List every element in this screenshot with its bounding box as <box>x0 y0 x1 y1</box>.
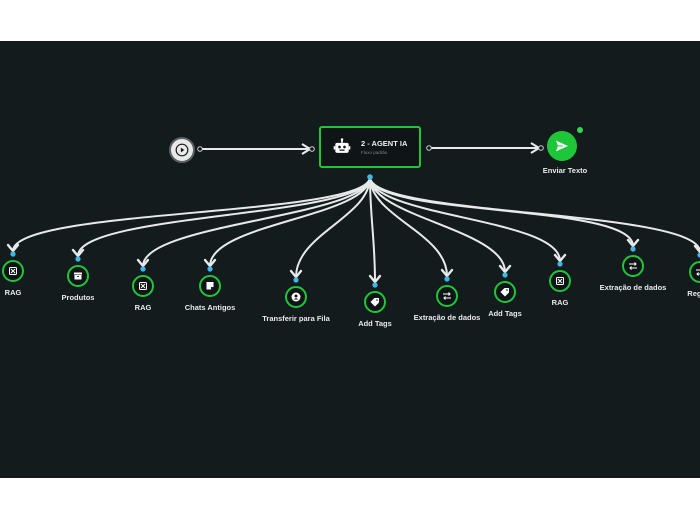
arrow-tool-1 <box>71 248 85 258</box>
handle-dot-tool-7 <box>502 272 508 278</box>
start-node[interactable] <box>169 137 195 163</box>
tool-node-6[interactable]: Extração de dados <box>407 285 487 322</box>
agent-node[interactable]: 2 - AGENT IA Fluxo padrão <box>319 126 421 168</box>
handle-dot <box>309 146 315 152</box>
handle-dot-tool-4 <box>293 277 299 283</box>
archive-icon <box>67 265 89 287</box>
tool-node-2[interactable]: RAG <box>103 275 183 312</box>
handle-dot-tool-1 <box>75 256 81 262</box>
agent-output-handle <box>367 174 373 180</box>
rag-icon <box>132 275 154 297</box>
handle-dot-tool-3 <box>207 266 213 272</box>
edge-agent-tool-10 <box>369 176 700 253</box>
rag-icon <box>2 260 24 282</box>
flow-canvas[interactable]: 2 - AGENT IA Fluxo padrão Enviar Texto R… <box>0 41 700 478</box>
tool-label: Add Tags <box>488 309 522 318</box>
tool-node-4[interactable]: Transferir para Fila <box>256 286 336 323</box>
tool-label: Transferir para Fila <box>262 314 330 323</box>
tool-node-8[interactable]: RAG <box>520 270 600 307</box>
edge-agent-tool-2 <box>142 176 371 267</box>
edge-agent-tool-7 <box>369 176 506 273</box>
arrow-tool-9 <box>626 238 640 248</box>
handle-dot-tool-10 <box>697 252 700 258</box>
tool-node-5[interactable]: Add Tags <box>335 291 415 328</box>
handle-dot-tool-9 <box>630 246 636 252</box>
swap-icon <box>622 255 644 277</box>
edge-agent-tool-4 <box>295 176 371 278</box>
agent-subtitle: Fluxo padrão <box>361 150 388 155</box>
tool-label: Extração de dados <box>413 313 481 322</box>
send-icon <box>556 140 568 152</box>
handle-dot-tool-8 <box>557 261 563 267</box>
handle-dot-tool-5 <box>372 282 378 288</box>
handle-dot <box>538 145 544 151</box>
tool-node-3[interactable]: Chats Antigos <box>170 275 250 312</box>
send-text-badge <box>577 127 583 133</box>
tool-label: Extração de dados <box>599 283 667 292</box>
tool-label: Regras <box>687 289 700 298</box>
handle-dot-tool-2 <box>140 266 146 272</box>
tool-label: Chats Antigos <box>184 303 236 312</box>
arrow-tool-7 <box>498 264 512 274</box>
tool-label: Produtos <box>61 293 95 302</box>
robot-icon <box>329 134 355 160</box>
edge-agent-tool-3 <box>209 176 371 267</box>
edge-agent-tool-8 <box>369 176 561 262</box>
handle-dot-tool-0 <box>10 251 16 257</box>
swap-icon <box>436 285 458 307</box>
arrow-tool-4 <box>289 269 303 279</box>
tool-node-10[interactable]: Regras <box>660 261 700 298</box>
handle-dot <box>426 145 432 151</box>
tool-label: RAG <box>134 303 152 312</box>
tag-icon <box>364 291 386 313</box>
agent-title: 2 - AGENT IA <box>361 139 408 148</box>
tool-node-1[interactable]: Produtos <box>38 265 118 302</box>
edge-agent-tool-6 <box>369 176 448 277</box>
arrow-tool-3 <box>203 258 217 268</box>
arrow-tool-6 <box>440 268 454 278</box>
rag-icon <box>549 270 571 292</box>
arrow-tool-8 <box>553 253 567 263</box>
tool-label: Add Tags <box>358 319 392 328</box>
tool-node-0[interactable]: RAG <box>0 260 53 297</box>
handle-dot-tool-6 <box>444 276 450 282</box>
tool-node-9[interactable]: Extração de dados <box>593 255 673 292</box>
tool-label: RAG <box>4 288 22 297</box>
tool-label: RAG <box>551 298 569 307</box>
send-text-label: Enviar Texto <box>542 166 588 175</box>
edge-agent-tool-1 <box>77 176 371 257</box>
arrow-tool-10 <box>693 244 700 254</box>
swap-icon <box>689 261 700 283</box>
flow-edges <box>6 142 700 288</box>
arrow-tool-5 <box>368 274 382 284</box>
arrow-tool-0 <box>6 243 20 253</box>
user-circle-icon <box>285 286 307 308</box>
note-icon <box>199 275 221 297</box>
send-text-node[interactable] <box>547 131 577 161</box>
arrow-tool-2 <box>136 258 150 268</box>
edge-agent-tool-0 <box>12 176 371 252</box>
tag-icon <box>494 281 516 303</box>
play-icon <box>175 143 189 157</box>
tool-node-7[interactable]: Add Tags <box>465 281 545 318</box>
handle-dot <box>197 146 203 152</box>
edge-agent-tool-5 <box>369 176 376 283</box>
